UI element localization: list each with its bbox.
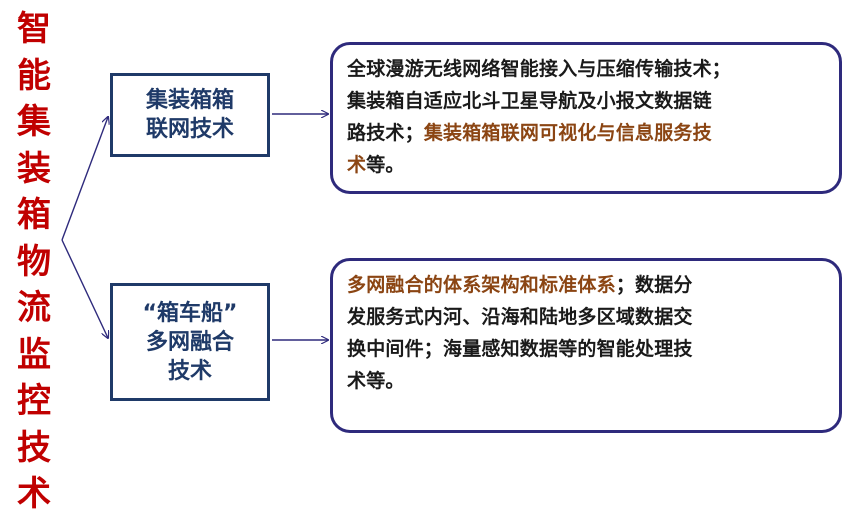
title-char: 流 — [17, 288, 51, 328]
title-char: 物 — [17, 241, 51, 282]
vertical-title: 智 能 集 装 箱 物 流 监 控 技 术 — [14, 6, 54, 518]
detail-highlight: 集装箱箱联网可视化与信息服务技 — [423, 122, 712, 144]
node-label-line: “箱车船” — [142, 300, 238, 326]
node-container-networking: 集装箱箱 联网技术 — [110, 73, 270, 157]
title-char: 技 — [17, 427, 51, 468]
detail-highlight: 术 — [347, 154, 367, 176]
detail-line: 换中间件；海量感知数据等的智能处理技 — [347, 338, 693, 360]
detail-line: 全球漫游无线网络智能接入与压缩传输技术； — [347, 58, 732, 80]
branch-line-bottom — [61, 239, 108, 338]
node-label-line: 集装箱箱 — [145, 88, 234, 113]
detail-box-networking: 全球漫游无线网络智能接入与压缩传输技术； 集装箱自适应北斗卫星导航及小报文数据链… — [330, 42, 842, 194]
detail-line: 发服务式内河、沿海和陆地多区域数据交 — [347, 306, 693, 328]
detail-line: 术等。 — [347, 370, 405, 392]
detail-box-multi-network: 多网融合的体系架构和标准体系；数据分 发服务式内河、沿海和陆地多区域数据交 换中… — [330, 258, 842, 433]
detail-line: 术等。 — [347, 149, 825, 181]
detail-highlight: 多网融合的体系架构和标准体系 — [347, 274, 616, 296]
detail-text: 路技术； — [347, 122, 424, 144]
detail-text: ；数据分 — [615, 274, 693, 296]
detail-line: 多网融合的体系架构和标准体系；数据分 — [347, 269, 825, 301]
node-multi-network-fusion: “箱车船” 多网融合 技术 — [110, 283, 270, 401]
title-char: 能 — [17, 55, 51, 96]
title-char: 智 — [17, 9, 51, 49]
title-char: 术 — [17, 474, 51, 514]
node-label-line: 多网融合 — [145, 329, 234, 355]
detail-line: 集装箱自适应北斗卫星导航及小报文数据链 — [347, 90, 712, 112]
branch-line-top — [61, 117, 108, 241]
title-char: 控 — [17, 381, 51, 421]
node-label-line: 联网技术 — [145, 117, 234, 142]
title-char: 集 — [17, 102, 51, 142]
title-char: 装 — [17, 148, 51, 189]
node-label-line: 技术 — [167, 358, 212, 384]
detail-line: 路技术；集装箱箱联网可视化与信息服务技 — [347, 117, 825, 149]
title-char: 箱 — [17, 195, 51, 235]
detail-text: 等。 — [366, 154, 405, 176]
title-char: 监 — [17, 334, 51, 375]
